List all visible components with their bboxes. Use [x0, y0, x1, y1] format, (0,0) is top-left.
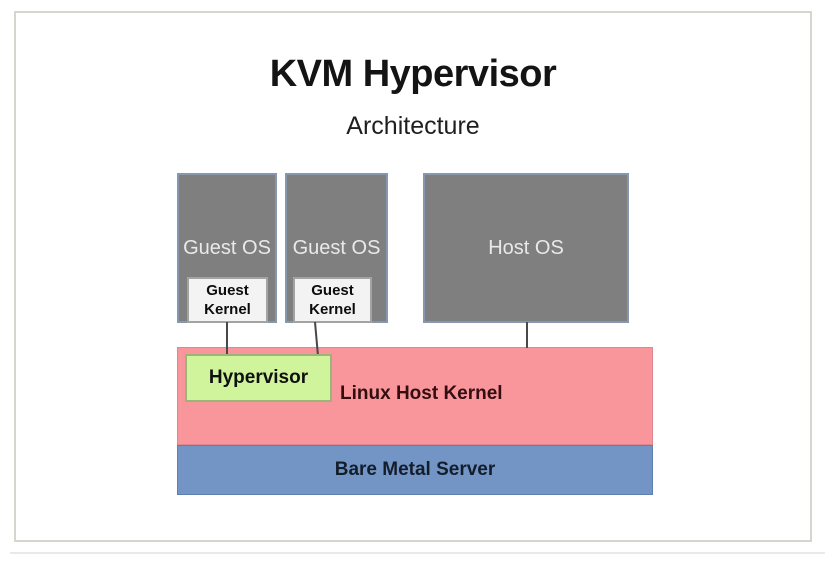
diagram-title: KVM Hypervisor	[269, 53, 557, 95]
bare-metal-server-box: Bare Metal Server	[177, 445, 653, 495]
hypervisor-label: Hypervisor	[208, 367, 309, 388]
guest-os-1-label: Guest OS	[183, 236, 271, 259]
guest-kernel-1-label-line1: Guest	[206, 282, 249, 299]
guest-kernel-1-box: Guest Kernel	[187, 277, 268, 323]
host-os-box: Host OS	[423, 173, 629, 323]
diagram-subtitle: Architecture	[346, 112, 480, 140]
guest-os-2-label: Guest OS	[292, 236, 381, 259]
host-os-label: Host OS	[488, 236, 564, 259]
linux-host-kernel-label: Linux Host Kernel	[340, 383, 503, 404]
hypervisor-box: Hypervisor	[185, 354, 332, 402]
bare-metal-server-label: Bare Metal Server	[334, 459, 496, 480]
guest-kernel-2-label-line1: Guest	[311, 282, 354, 299]
bottom-divider-line	[10, 552, 825, 554]
guest-kernel-1-label-line2: Kernel	[204, 301, 251, 318]
guest-kernel-2-label-line2: Kernel	[309, 301, 356, 318]
guest-kernel-2-box: Guest Kernel	[293, 277, 372, 323]
